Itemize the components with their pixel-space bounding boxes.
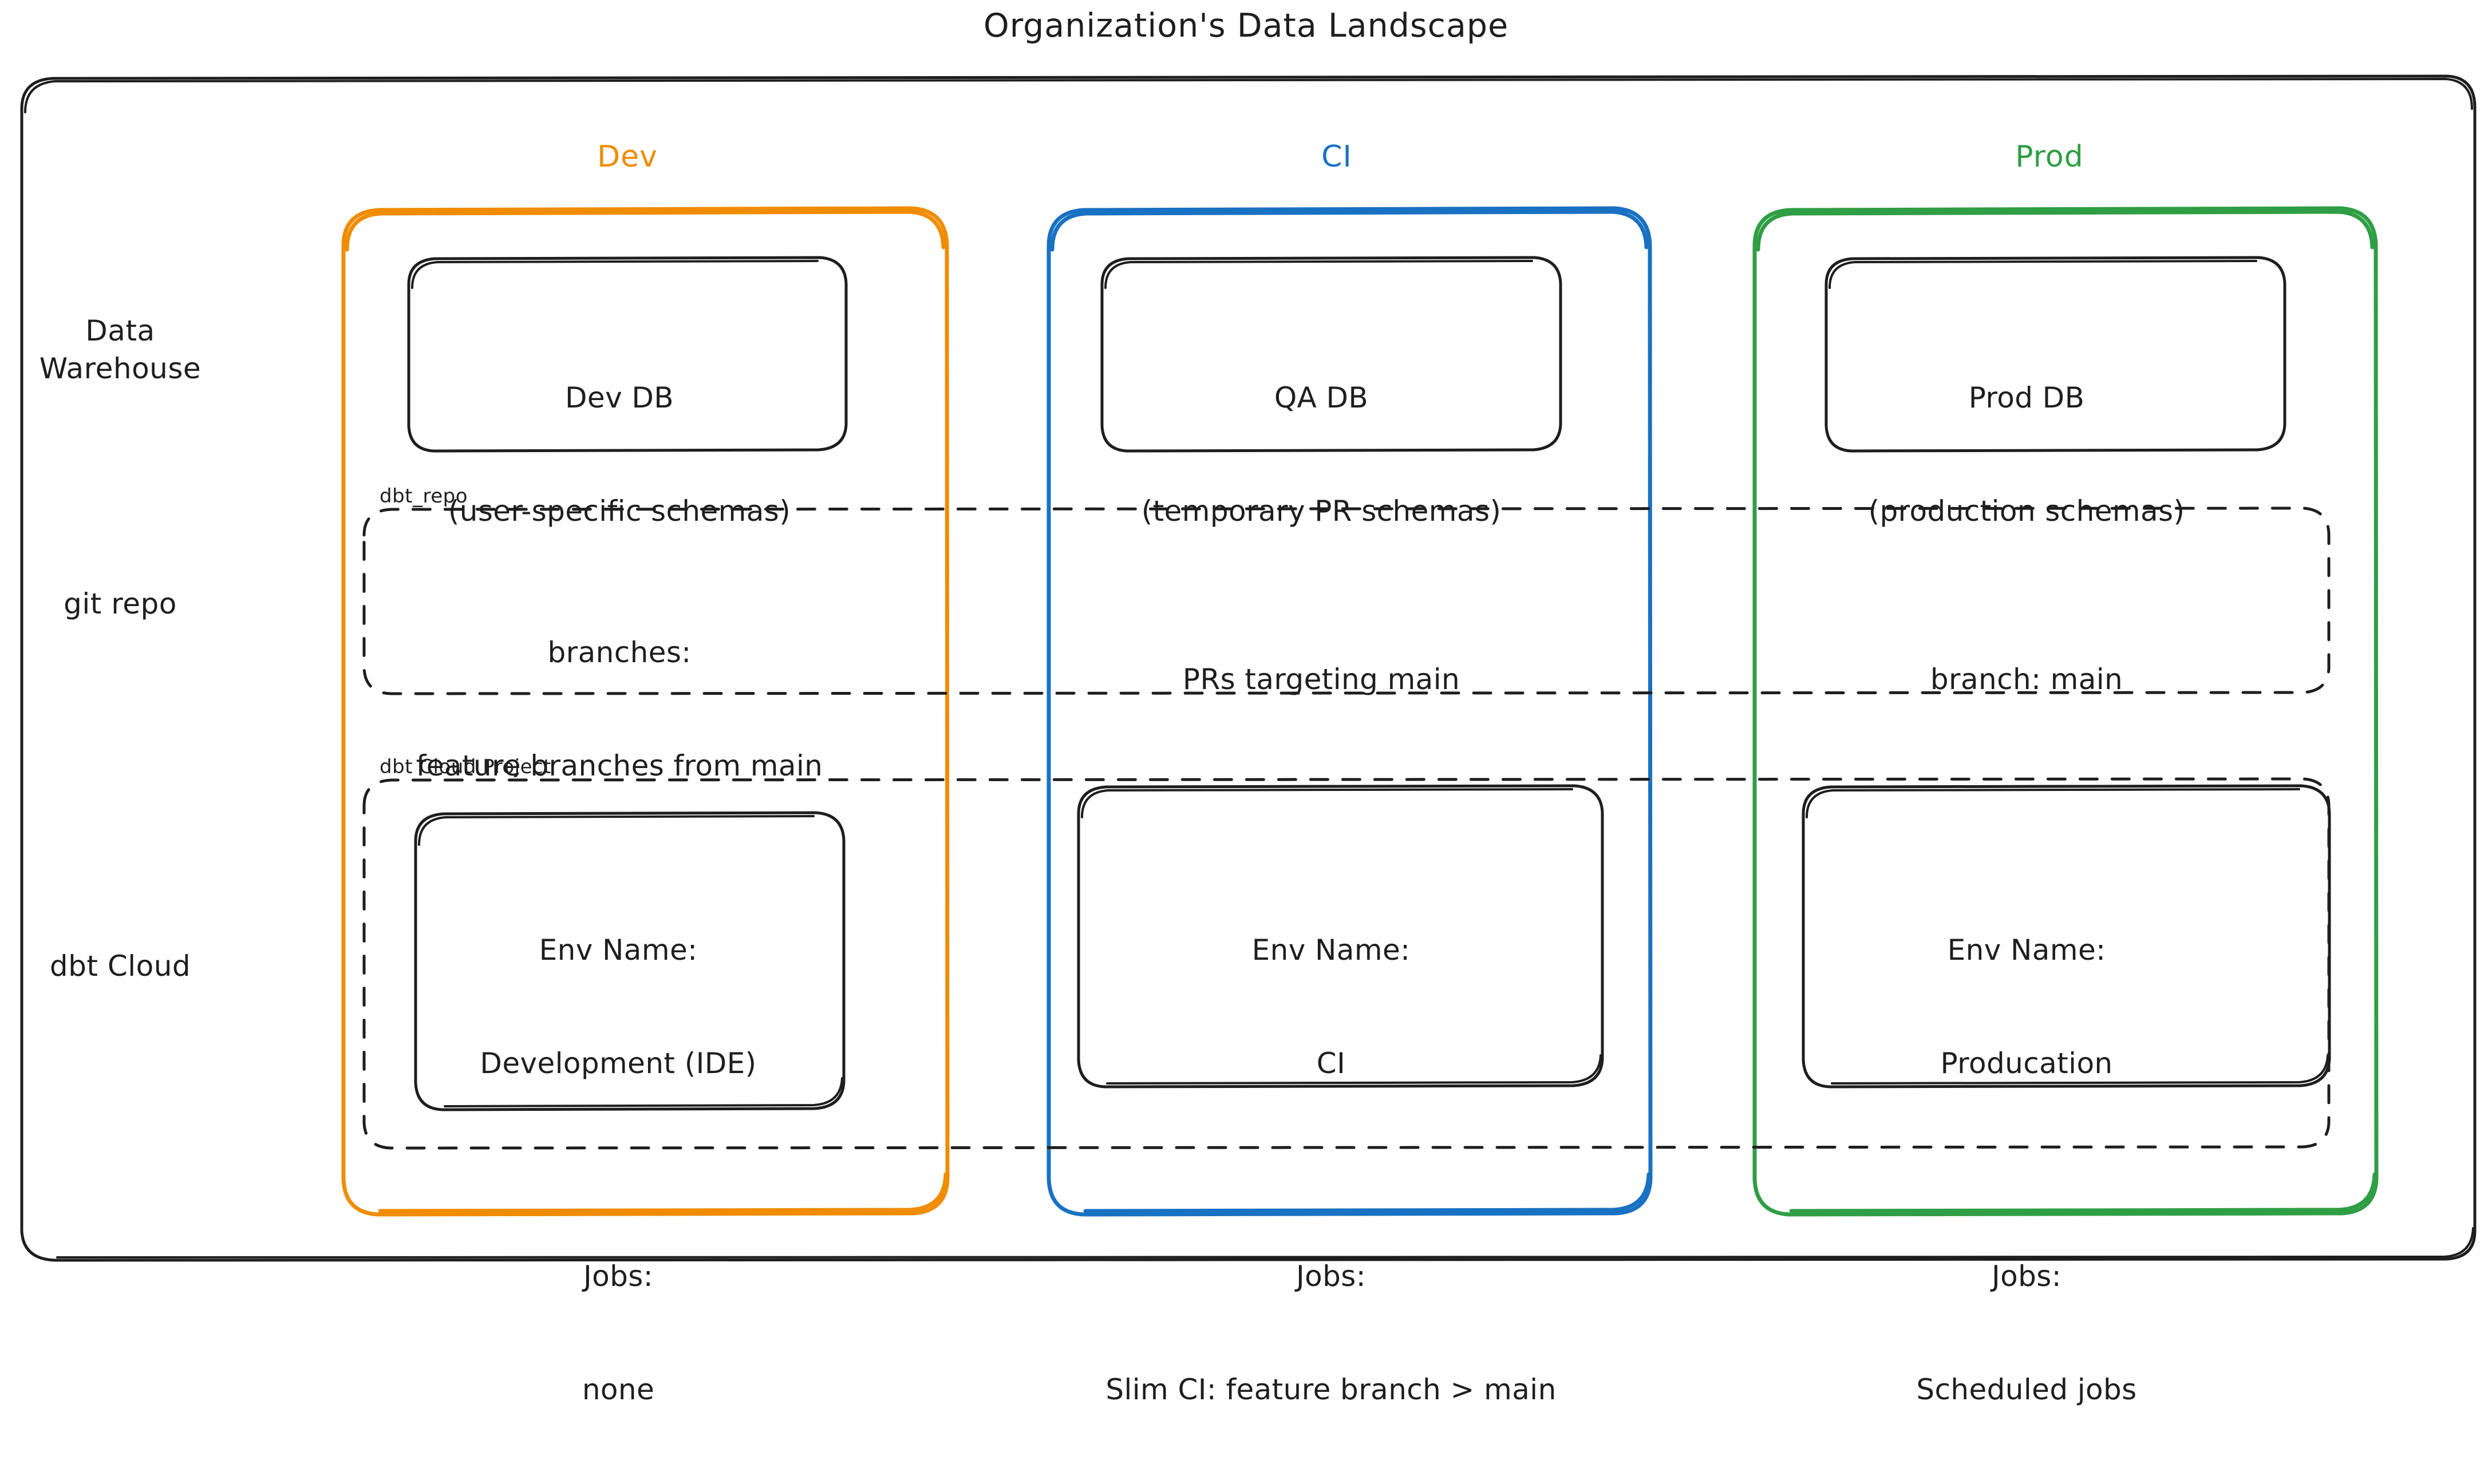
node-box-prod-dbt[interactable] — [1802, 784, 2331, 1089]
node-prod-dbt-cloud[interactable]: Env Name: Producation Jobs: Scheduled jo… — [1798, 856, 2256, 1484]
node-prod-dbt-env-value: Producation — [1940, 1047, 2113, 1080]
node-dev-dbt-jobs-label: Jobs: — [583, 1260, 653, 1293]
node-prod-git-repo: branch: main — [1803, 585, 2250, 774]
diagram-canvas: Organization's Data Landscape Dev CI Pro… — [20, 7, 2477, 1406]
node-dev-db-line2: (user-specific schemas) — [448, 494, 791, 528]
node-qa-db-line2: (temporary PR schemas) — [1141, 494, 1502, 528]
column-frame-dev — [341, 206, 950, 1217]
node-ci-git-repo: PRs targeting main — [1098, 585, 1545, 774]
node-ci-dbt-jobs-value: Slim CI: feature branch > main — [1105, 1373, 1557, 1406]
row-label-git-repo: git repo — [64, 587, 177, 620]
node-box-dev-dbt[interactable] — [414, 811, 846, 1111]
node-dev-db-line1: Dev DB — [565, 381, 674, 414]
node-ci-dbt-jobs-label: Jobs: — [1296, 1260, 1366, 1293]
node-dev-dbt-cloud[interactable]: Env Name: Development (IDE) Jobs: none — [401, 856, 836, 1484]
node-prod-db-line1: Prod DB — [1968, 381, 2085, 414]
node-dev-git-repo: branches: feature branches from main — [408, 558, 831, 860]
page-title: Organization's Data Landscape — [983, 7, 1509, 45]
node-dev-dbt-env-value: Development (IDE) — [480, 1047, 757, 1080]
node-ci-dbt-env-value: CI — [1316, 1047, 1346, 1080]
node-dev-dbt-env-label: Env Name: — [539, 933, 698, 967]
column-frame-prod — [1752, 206, 2379, 1217]
node-dev-git-line2: feature branches from main — [416, 749, 823, 782]
column-label-prod: Prod — [2015, 140, 2084, 174]
node-qa-db-line1: QA DB — [1274, 381, 1369, 414]
node-ci-dbt-cloud[interactable]: Env Name: CI Jobs: Slim CI: feature bran… — [1065, 856, 1597, 1484]
node-ci-git-line1: PRs targeting main — [1182, 663, 1460, 696]
node-dev-db[interactable]: Dev DB (user-specific schemas) — [408, 303, 831, 606]
column-label-ci: CI — [1321, 140, 1352, 174]
node-prod-dbt-jobs-label: Jobs: — [1992, 1260, 2061, 1293]
spacer — [1798, 1158, 2256, 1182]
node-box-dev-db[interactable] — [407, 256, 848, 453]
node-ci-dbt-env-label: Env Name: — [1251, 933, 1411, 967]
column-frame-ci — [1046, 206, 1653, 1217]
node-box-prod-db[interactable] — [1824, 256, 2286, 453]
group-label-dbt-cloud-project: dbt Cloud Project — [380, 755, 552, 778]
node-dev-dbt-jobs-value: none — [582, 1373, 655, 1406]
spacer — [401, 1158, 836, 1182]
node-qa-db[interactable]: QA DB (temporary PR schemas) — [1098, 303, 1545, 606]
outer-frame — [20, 74, 2477, 1262]
column-label-dev: Dev — [597, 140, 658, 174]
diagram-line-art — [20, 74, 2477, 1262]
row-label-dbt-cloud: dbt Cloud — [49, 949, 191, 983]
row-label-data-warehouse: Data Warehouse — [39, 314, 202, 385]
node-dev-git-line1: branches: — [547, 636, 692, 669]
node-prod-db[interactable]: Prod DB (production schemas) — [1803, 303, 2250, 606]
group-label-dbt-repo: dbt_repo — [380, 485, 468, 508]
node-prod-dbt-env-label: Env Name: — [1947, 933, 2106, 967]
group-frame-dbt-repo — [362, 506, 2331, 695]
node-box-ci-dbt[interactable] — [1077, 784, 1604, 1089]
node-prod-git-line1: branch: main — [1930, 663, 2123, 696]
node-prod-db-line2: (production schemas) — [1868, 494, 2185, 528]
node-box-qa-db[interactable] — [1100, 256, 1562, 453]
spacer — [1065, 1158, 1597, 1182]
node-prod-dbt-jobs-value: Scheduled jobs — [1916, 1373, 2137, 1406]
